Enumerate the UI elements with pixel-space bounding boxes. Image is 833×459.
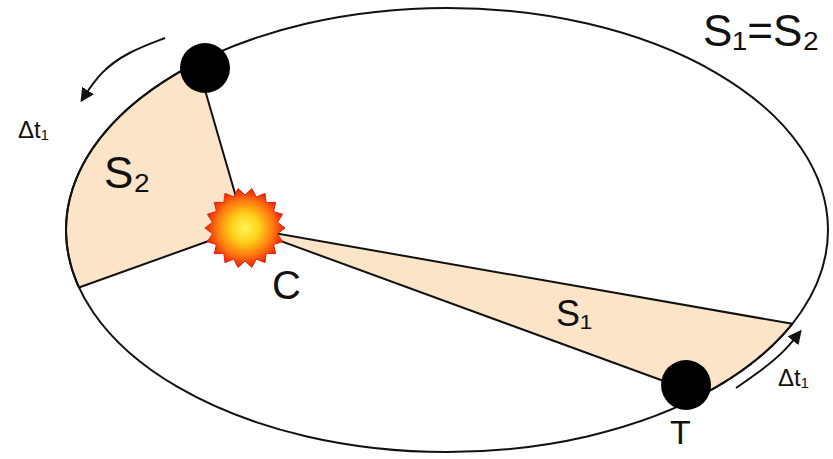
orbit-extras bbox=[82, 38, 800, 410]
sun-symbol bbox=[205, 189, 285, 268]
time-interval: Δt₁ bbox=[18, 116, 49, 144]
time-interval: Δt₁ bbox=[778, 364, 809, 392]
area-sectors bbox=[66, 62, 792, 395]
sector-s1 bbox=[245, 228, 792, 395]
planet-symbol bbox=[180, 43, 230, 93]
area-label: S₁ bbox=[556, 293, 592, 334]
law-equation: S₁=S₂ bbox=[703, 6, 819, 57]
planet-label: T bbox=[670, 413, 691, 452]
sun-label: C bbox=[272, 262, 301, 308]
motion-arrow bbox=[82, 38, 165, 100]
orbit-ellipse bbox=[66, 8, 828, 452]
area-label: S₂ bbox=[104, 148, 150, 199]
planet-symbol bbox=[661, 360, 711, 410]
